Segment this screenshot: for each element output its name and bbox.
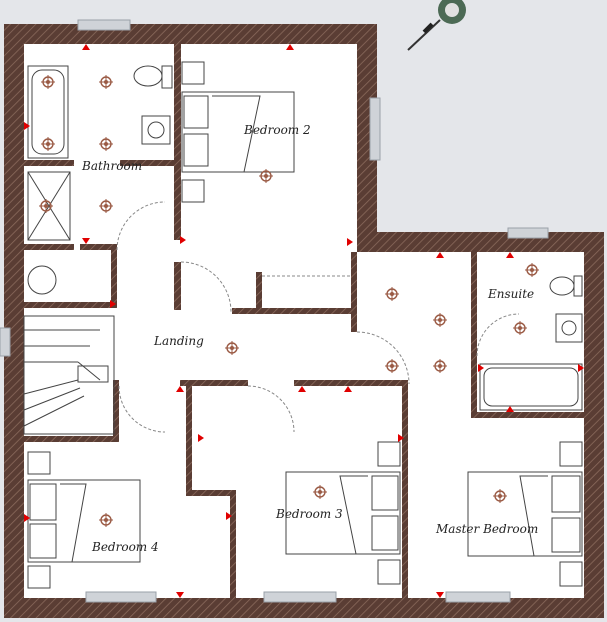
room-label-ensuite: Ensuite <box>487 287 534 301</box>
room-label-master-bedroom: Master Bedroom <box>435 522 538 536</box>
socket-markers <box>24 44 584 598</box>
room-label-bedroom-3: Bedroom 3 <box>275 507 343 521</box>
room-label-landing: Landing <box>153 334 204 348</box>
windows <box>0 19 549 603</box>
door-swings <box>116 201 520 433</box>
room-label-bathroom: Bathroom <box>81 159 142 173</box>
room-label-bedroom-4: Bedroom 4 <box>91 540 159 554</box>
north-point-icon <box>407 0 466 51</box>
floor-area <box>24 44 584 598</box>
room-label-bedroom-2: Bedroom 2 <box>243 123 311 137</box>
interior-walls <box>24 44 584 598</box>
